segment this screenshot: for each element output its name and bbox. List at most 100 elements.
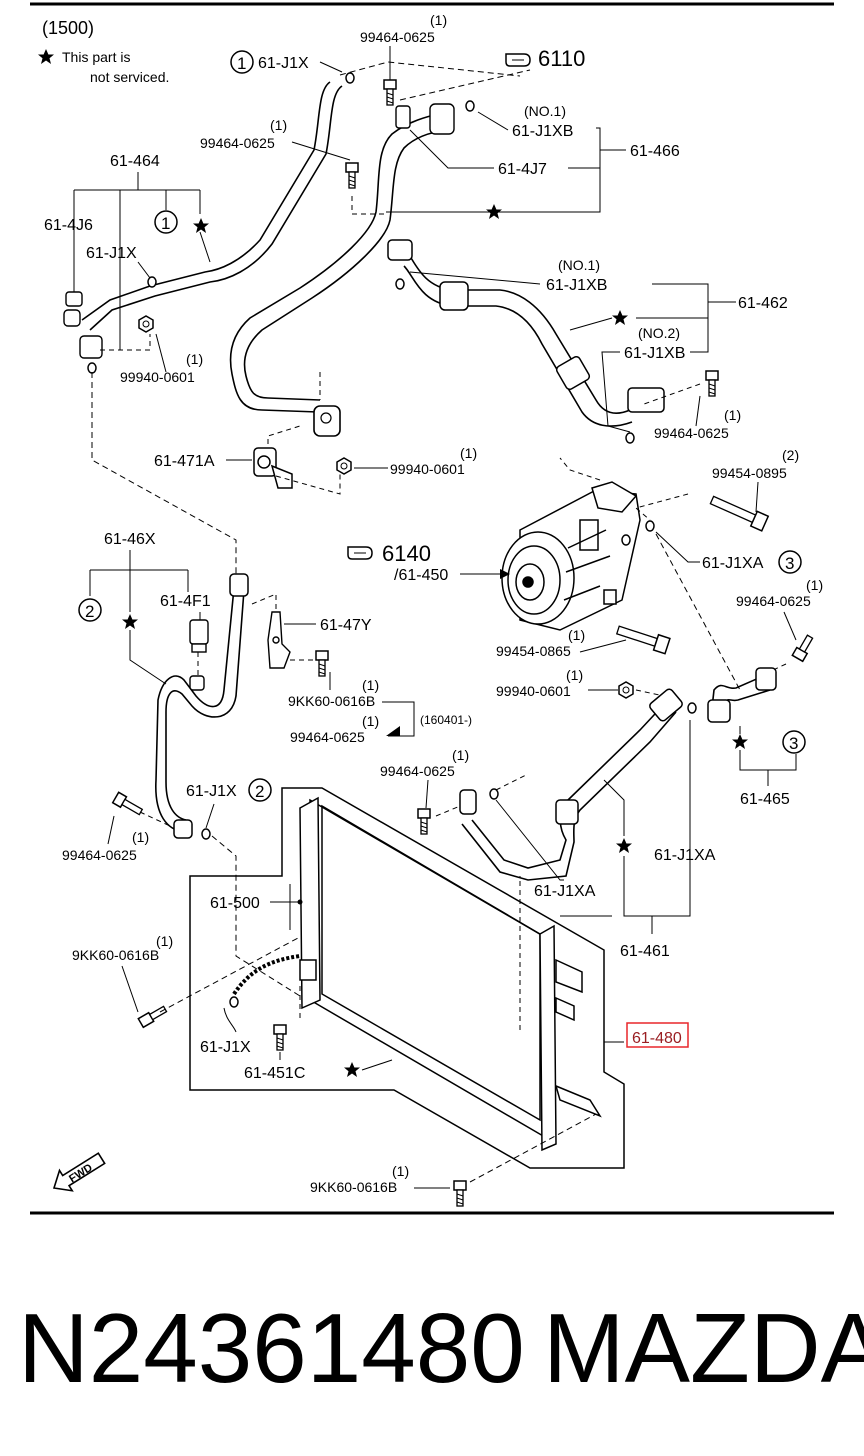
label-61-j1xb-c: 61-J1XB <box>624 345 685 362</box>
label-99464-0625-g-qty: (1) <box>452 747 469 763</box>
label-99464-0625-e-qty: (1) <box>362 713 379 729</box>
bracket-61-471a <box>253 447 293 489</box>
label-9kk60-0616b-c-qty: (1) <box>392 1163 409 1179</box>
label-99940-0601-c-qty: (1) <box>566 667 583 683</box>
callout-number: 2 <box>85 602 94 621</box>
o-ring-icon <box>229 996 239 1008</box>
label-99464-0625-f-qty: (1) <box>132 829 149 845</box>
brand-name: MAZDA <box>543 1293 864 1403</box>
bolt-icon <box>453 1180 467 1207</box>
label-99464-0625-e: 99464-0625 <box>290 729 365 745</box>
callout-number: 3 <box>785 554 794 573</box>
pressure-switch-61-4f1 <box>189 619 209 653</box>
o-ring-icon <box>645 520 655 532</box>
callout-circle-1 <box>154 210 178 234</box>
highlight-box-61-480 <box>626 1022 689 1048</box>
label-61-461: 61-461 <box>620 943 670 960</box>
label-99464-0625-c-qty: (1) <box>724 407 741 423</box>
label-61-450: /61-450 <box>394 567 448 584</box>
callout-circle-2 <box>248 778 272 802</box>
callout-circle-2 <box>78 598 102 622</box>
label-9kk60-0616b-c: 9KK60-0616B <box>310 1179 397 1195</box>
label-99464-0625-b: 99464-0625 <box>200 135 275 151</box>
star-icon <box>193 218 209 233</box>
reference-hand-icon <box>347 546 373 560</box>
bolt-icon <box>791 634 814 663</box>
bracket-61-47y <box>267 611 291 669</box>
bolt-icon <box>615 625 671 655</box>
section-code: (1500) <box>42 18 94 38</box>
bolt-icon <box>137 1005 168 1029</box>
pipe-61-46x <box>155 587 245 833</box>
label-61-j1xb-a: 61-J1XB <box>512 123 573 140</box>
o-ring-icon <box>395 278 405 290</box>
label-99940-0601-a-qty: (1) <box>186 351 203 367</box>
label-61-j1xa-comp: 61-J1XA <box>702 555 764 572</box>
label-99464-0625-b-qty: (1) <box>270 117 287 133</box>
label-99464-0625-d-qty: (1) <box>806 577 823 593</box>
forward-arrow-icon: FWD <box>52 1152 106 1192</box>
label-61-471a: 61-471A <box>154 453 215 470</box>
star-icon <box>122 614 138 629</box>
star-icon <box>344 1062 360 1077</box>
part-number: N24361480 <box>18 1293 525 1403</box>
bolt-icon <box>345 162 359 189</box>
bolt-icon <box>383 79 397 106</box>
label-61-464: 61-464 <box>110 153 160 170</box>
label-61-47y: 61-47Y <box>320 617 372 634</box>
label-61-451c: 61-451C <box>244 1065 305 1082</box>
pipe-61-466 <box>229 111 449 413</box>
label-61-j1xa-low: 61-J1XA <box>534 883 596 900</box>
label-61-j1x-top: 61-J1X <box>258 55 309 72</box>
label-99464-0625-a-qty: (1) <box>430 12 447 28</box>
label-99464-0625-a: 99464-0625 <box>360 29 435 45</box>
label-9kk60-0616b-b: 9KK60-0616B <box>72 947 159 963</box>
compressor-61-450 <box>501 481 641 631</box>
bolt-icon <box>273 1024 287 1051</box>
callout-circle-3 <box>778 550 802 574</box>
label-61-j1x-left: 61-J1X <box>86 245 137 262</box>
legend-text-line2: not serviced. <box>90 69 169 85</box>
label-99464-0625-c: 99464-0625 <box>654 425 729 441</box>
label-9kk60-0616b-a-qty: (1) <box>362 677 379 693</box>
label-99454-0865: 99454-0865 <box>496 643 571 659</box>
bolt-icon <box>111 791 144 816</box>
o-ring-icon <box>687 702 697 714</box>
label-61-466: 61-466 <box>630 143 680 160</box>
star-icon <box>732 734 748 749</box>
o-ring-icon <box>147 276 157 288</box>
label-160401: (160401-) <box>420 713 472 727</box>
bolt-icon <box>709 495 770 532</box>
label-99454-0865-qty: (1) <box>568 627 585 643</box>
callout-number: 1 <box>161 214 170 233</box>
label-no1-b: (NO.1) <box>558 257 600 273</box>
label-99454-0895: 99454-0895 <box>712 465 787 481</box>
label-99940-0601-c: 99940-0601 <box>496 683 571 699</box>
label-61-480: 61-480 <box>632 1030 682 1047</box>
label-99940-0601-b: 99940-0601 <box>390 461 465 477</box>
label-61-j1x-cond: 61-J1X <box>200 1039 251 1056</box>
label-99464-0625-f: 99464-0625 <box>62 847 137 863</box>
legend-star-icon <box>38 49 54 64</box>
label-no1-a: (NO.1) <box>524 103 566 119</box>
callout-number: 2 <box>255 782 264 801</box>
label-99940-0601-a: 99940-0601 <box>120 369 195 385</box>
legend-text-line1: This part is <box>62 49 130 65</box>
bolt-icon <box>705 370 719 397</box>
callout-circle-3 <box>782 730 806 754</box>
label-61-46x: 61-46X <box>104 531 156 548</box>
label-61-4j7: 61-4J7 <box>498 161 547 178</box>
bolt-icon <box>417 808 431 835</box>
bolt-icon <box>315 650 329 677</box>
label-61-462: 61-462 <box>738 295 788 312</box>
o-ring-icon <box>465 100 475 112</box>
nut-icon <box>336 457 352 475</box>
label-61-j1xa-right: 61-J1XA <box>654 847 716 864</box>
label-no2: (NO.2) <box>638 325 680 341</box>
o-ring-icon <box>345 72 355 84</box>
condenser-61-480 <box>299 796 602 1152</box>
pipe-61-464 <box>81 81 343 331</box>
callout-circle-1 <box>230 50 254 74</box>
label-61-465: 61-465 <box>740 791 790 808</box>
